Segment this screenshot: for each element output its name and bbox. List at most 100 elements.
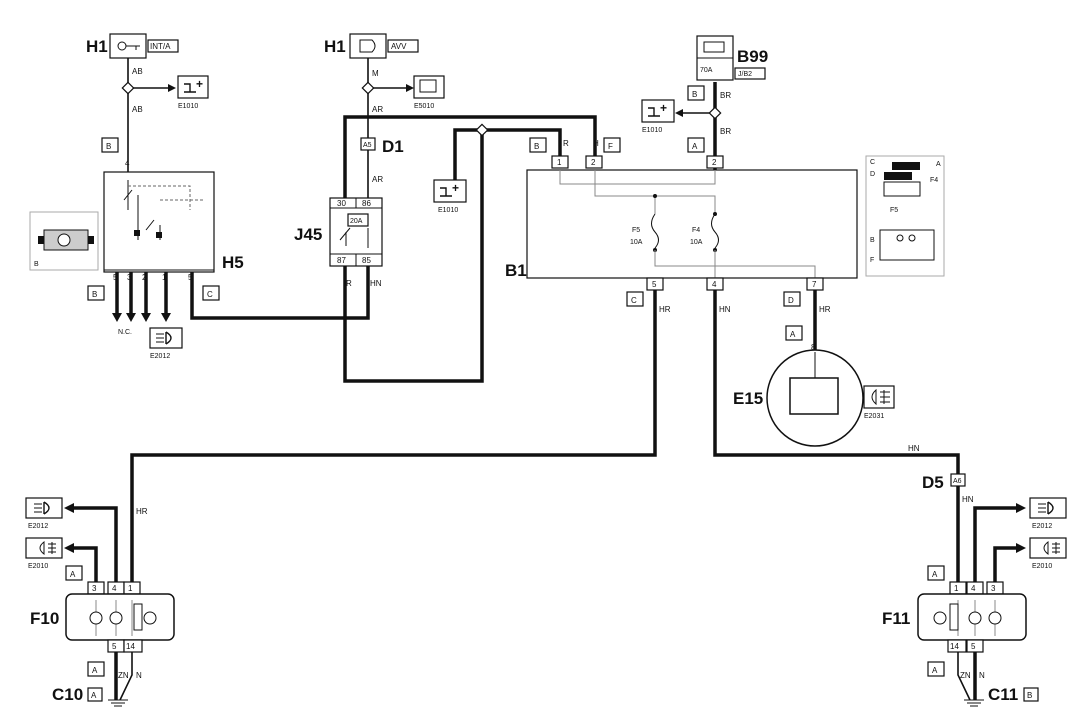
inset-letter-b: B (870, 237, 875, 244)
f11-conn-top: A (932, 570, 938, 579)
wire-br-1: BR (720, 91, 731, 100)
h5-conn-bot-left: B (92, 290, 97, 299)
ground-symbol-b1: + E1010 (641, 99, 675, 134)
f10-head-code: E2012 (28, 523, 48, 530)
h5-inset-letter: B (34, 261, 39, 268)
h1-left-tag: INT/A (150, 42, 171, 51)
b99-tag: J/B2 (738, 71, 752, 78)
h5-nc: N.C. (118, 329, 132, 336)
wire-zn-f10: ZN (118, 671, 129, 680)
f11-pin-14: 14 (950, 642, 959, 651)
f10-head-symbol: E2012 (25, 497, 63, 530)
f11-conn-bot: A (932, 666, 938, 675)
h5-pin-3: 2 (142, 273, 147, 282)
f11-pin-1: 1 (954, 584, 959, 593)
d5-code: D5 (922, 473, 944, 492)
ground-b1-code: E1010 (642, 127, 662, 134)
b99-code: B99 (737, 47, 768, 66)
wire-br-2: BR (720, 127, 731, 136)
b1-code: B1 (505, 261, 527, 280)
wires (64, 58, 1026, 701)
h5-location-inset: B (29, 211, 99, 271)
f10-conn-bot: A (92, 666, 98, 675)
f10-pin-14: 14 (126, 642, 135, 651)
b1-top-pin-1: 1 (557, 158, 562, 167)
e15-conn: A (790, 330, 796, 339)
wire-ab-top: AB (132, 67, 143, 76)
wire-h-b1: H (593, 139, 599, 148)
fuse-f5-rating: 10A (630, 239, 643, 246)
h1-left-code: H1 (86, 37, 108, 56)
h5-internal-contacts (123, 180, 205, 240)
wire-ar-1: AR (372, 105, 383, 114)
f10-headlamp: E2012 E2010 A HR 3 4 1 F10 5 14 A ZN N (25, 497, 175, 680)
c10-ground: C10 A (52, 685, 128, 707)
junctions (121, 81, 722, 137)
j45-pin-30: 30 (337, 199, 346, 208)
headlamp-symbol-h5: E2012 (149, 327, 183, 360)
c11-conn: B (1027, 691, 1032, 700)
h1-mid-code: H1 (324, 37, 346, 56)
h5-conn-top: B (106, 142, 111, 151)
inset-letter-f: F (870, 257, 874, 264)
h5-switch: B 4 H5 5 3 2 1 5 B C N.C. (87, 137, 244, 336)
h1-mid-tag: AVV (391, 42, 407, 51)
ground-h1-code: E1010 (178, 103, 198, 110)
j45-pin-87: 87 (337, 256, 346, 265)
wire-hr-c: HR (659, 305, 671, 314)
b1-conn-bot-d: D (788, 296, 794, 305)
b1-bot-pin-5: 5 (652, 280, 657, 289)
h5-pin-4: 1 (162, 273, 167, 282)
b1-bot-pin-4: 4 (712, 280, 717, 289)
key-icon (117, 41, 140, 51)
ground-symbol-h1: + E1010 (177, 75, 209, 110)
wire-hn-right: HN (908, 444, 920, 453)
j45-code: J45 (294, 225, 322, 244)
b1-conn-top-mid: F (608, 142, 613, 151)
f10-conn-top: A (70, 570, 76, 579)
ground-symbol-loop: + E1010 (433, 179, 467, 214)
f11-pin-4: 4 (971, 584, 976, 593)
d1-connector: A5 D1 AR (360, 137, 404, 184)
svg-text:+: + (660, 101, 667, 115)
inset-letter-f5: F5 (890, 207, 898, 214)
ground-loop-code: E1010 (438, 207, 458, 214)
b1-conn-bot-c: C (631, 296, 637, 305)
f11-head-symbol: E2012 (1029, 497, 1067, 530)
fuse-f4-rating: 10A (690, 239, 703, 246)
e15-lamp: A 8 E15 E2031 (733, 325, 895, 447)
f10-fog-code: E2010 (28, 563, 48, 570)
fuse-f4-name: F4 (692, 227, 700, 234)
b1-location-inset: C A D F4 F5 B F (865, 155, 945, 277)
b1-bot-pin-7: 7 (812, 280, 817, 289)
f10-pin-4: 4 (112, 584, 117, 593)
h5-code: H5 (222, 253, 244, 272)
e5010-symbol: E5010 (413, 75, 445, 110)
f11-code: F11 (882, 609, 910, 628)
wire-zn-f11: ZN (960, 671, 971, 680)
wire-hr-d: HR (819, 305, 831, 314)
h5-pin-2: 3 (127, 273, 132, 282)
b1-top-pin-2: 2 (591, 158, 596, 167)
fuse-f5-name: F5 (632, 227, 640, 234)
inset-letter-f4: F4 (930, 177, 938, 184)
f10-pin-3: 3 (92, 584, 97, 593)
wire-hn-d5: HN (962, 495, 974, 504)
b1-fusebox: B R H F A 1 2 2 F5 10A F4 10A B1 5 4 7 (505, 137, 858, 314)
wire-r-b1: R (563, 139, 569, 148)
f11-fog-symbol: E2010 (1029, 537, 1067, 570)
svg-text:4: 4 (125, 159, 130, 168)
e5010-code: E5010 (414, 103, 434, 110)
c10-code: C10 (52, 685, 83, 704)
svg-text:+: + (452, 181, 459, 195)
b99-rating: 70A (700, 67, 713, 74)
svg-text:+: + (196, 77, 203, 91)
f10-fog-symbol: E2010 (25, 537, 63, 570)
wire-ab-bot: AB (132, 105, 143, 114)
b1-conn-top-left: B (534, 142, 539, 151)
e15-pin: 8 (811, 343, 816, 352)
wire-r-j45: R (346, 279, 352, 288)
f11-head-code: E2012 (1032, 523, 1052, 530)
wire-m: M (372, 69, 379, 78)
